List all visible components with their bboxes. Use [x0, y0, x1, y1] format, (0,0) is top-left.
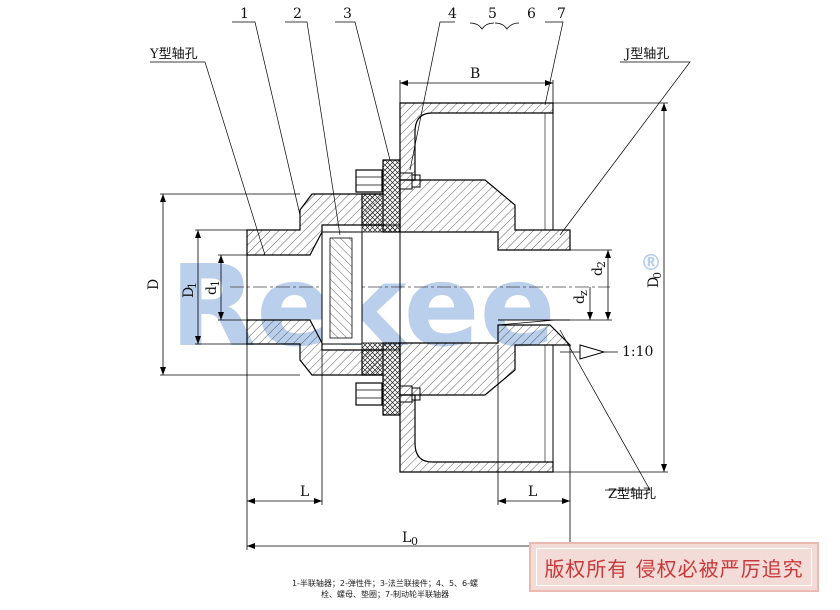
label-dim-d1-capital: D 1 — [181, 282, 199, 298]
label-dim-b: B — [470, 66, 480, 82]
label-part-4: 4 — [448, 6, 457, 22]
svg-text:2: 2 — [595, 261, 608, 268]
part-labels: 1 2 3 4 5 6 7 Y型轴孔 J型轴孔 Z型轴孔 B L L L 0 D… — [146, 6, 669, 548]
copyright-stamp: 版权所有 侵权必被严厉追究 — [529, 542, 819, 592]
label-dim-l0: L 0 — [402, 530, 418, 548]
label-part-2: 2 — [293, 6, 302, 22]
label-y-bore: Y型轴孔 — [149, 47, 198, 62]
dimension-arrows — [160, 80, 667, 549]
svg-text:d: d — [590, 267, 606, 276]
dimension-lines — [160, 80, 668, 550]
label-part-7: 7 — [557, 6, 566, 22]
label-dim-d2: d 2 — [590, 261, 608, 276]
label-part-1: 1 — [240, 6, 249, 22]
label-dim-d1: d 1 — [204, 280, 222, 295]
caption-line-2: 栓、螺母、垫圈；7-制动轮半联轴器 — [321, 590, 449, 599]
label-part-6: 6 — [527, 6, 536, 22]
figure-caption: 1-半联轴器；2-弹性件；3-法兰联接件；4、5、6-螺 栓、螺母、垫圈；7-制… — [255, 578, 515, 600]
svg-text:0: 0 — [651, 272, 664, 279]
label-dim-dz: d z — [572, 290, 590, 304]
svg-text:1: 1 — [209, 280, 222, 287]
watermark-registered: ® — [640, 251, 662, 276]
label-dim-d0: D 0 — [646, 272, 664, 288]
svg-text:z: z — [577, 290, 590, 296]
svg-text:L: L — [402, 530, 411, 546]
svg-text:D: D — [181, 287, 197, 298]
svg-text:0: 0 — [411, 535, 418, 548]
label-dim-d: D — [146, 279, 162, 290]
label-part-3: 3 — [343, 6, 352, 22]
leader-lines — [150, 21, 691, 491]
copyright-stamp-text: 版权所有 侵权必被严厉追究 — [536, 548, 812, 586]
flange-connector — [361, 159, 401, 416]
svg-text:d: d — [204, 286, 220, 295]
svg-text:D: D — [646, 277, 662, 288]
caption-line-1: 1-半联轴器；2-弹性件；3-法兰联接件；4、5、6-螺 — [291, 579, 479, 588]
svg-text:1: 1 — [186, 282, 199, 289]
taper-symbol — [560, 344, 618, 360]
elastic-element — [321, 231, 363, 345]
label-z-bore: Z型轴孔 — [608, 487, 656, 502]
brake-wheel-half-coupling — [399, 102, 572, 473]
label-j-bore: J型轴孔 — [623, 47, 669, 62]
label-dim-l-left: L — [300, 484, 309, 500]
label-taper: 1:10 — [622, 344, 653, 360]
label-dim-l-right: L — [528, 484, 537, 500]
label-part-5: 5 — [488, 6, 497, 22]
svg-text:d: d — [572, 295, 588, 304]
